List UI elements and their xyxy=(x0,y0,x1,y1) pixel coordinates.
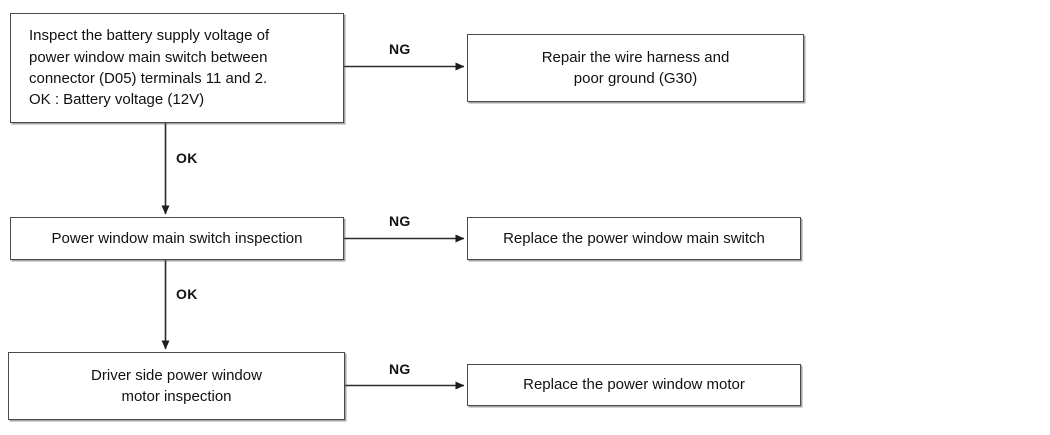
node-inspect-battery-voltage-text: Inspect the battery supply voltage of po… xyxy=(29,27,270,109)
node-repair-harness-ground-text: Repair the wire harness and poor ground … xyxy=(541,48,730,87)
node-repair-harness-ground: Repair the wire harness and poor ground … xyxy=(467,34,804,102)
edge-label-ok-inspect-to-mainswitch: OK xyxy=(176,150,198,166)
node-motor-inspection-text: Driver side power window motor inspectio… xyxy=(91,366,262,405)
node-replace-motor-text: Replace the power window motor xyxy=(523,376,745,394)
node-replace-main-switch: Replace the power window main switch xyxy=(467,217,801,260)
edge-label-ng-motor-to-replace: NG xyxy=(389,361,411,377)
node-replace-motor: Replace the power window motor xyxy=(467,364,801,406)
edge-label-ng-inspect-to-repair: NG xyxy=(389,41,411,57)
node-main-switch-inspection-text: Power window main switch inspection xyxy=(51,229,303,247)
node-motor-inspection: Driver side power window motor inspectio… xyxy=(8,352,345,420)
edge-label-ng-mainswitch-to-replace: NG xyxy=(389,213,411,229)
node-inspect-battery-voltage: Inspect the battery supply voltage of po… xyxy=(10,13,344,123)
node-main-switch-inspection: Power window main switch inspection xyxy=(10,217,344,260)
node-replace-main-switch-text: Replace the power window main switch xyxy=(503,229,765,247)
edge-label-ok-mainswitch-to-motor: OK xyxy=(176,286,198,302)
